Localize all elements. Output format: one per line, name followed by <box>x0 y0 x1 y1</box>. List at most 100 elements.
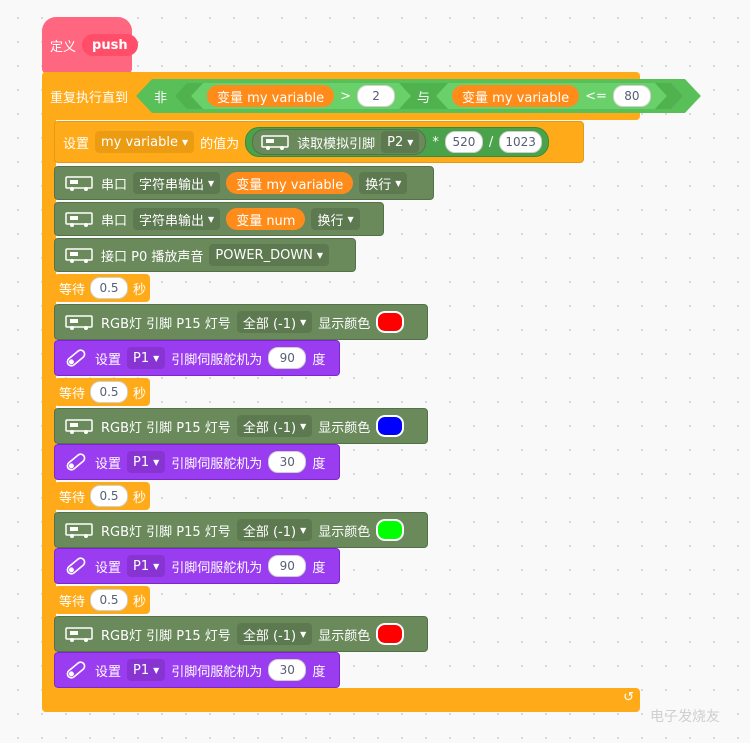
servo-prefix: 设置 <box>95 664 122 680</box>
rgb-label: RGB灯 引脚 P15 灯号 <box>101 316 231 332</box>
play-sound-block[interactable]: 接口 P0 播放声音 POWER_DOWN▼ <box>54 238 356 272</box>
repeat-until-block[interactable]: 重复执行直到 非 变量 my variable > 2 与 变量 my vari… <box>42 72 640 120</box>
servo-label: 引脚伺服舵机为 <box>171 456 263 472</box>
servo-angle[interactable]: 30 <box>268 451 307 473</box>
wait-block-3[interactable]: 等待 0.5 秒 <box>54 482 150 510</box>
servo-pin-dropdown[interactable]: P1▼ <box>127 659 166 681</box>
wait-value[interactable]: 0.5 <box>90 589 129 611</box>
le-value[interactable]: 80 <box>613 85 651 107</box>
serial-label: 串口 <box>101 177 128 193</box>
wait-value[interactable]: 0.5 <box>90 277 129 299</box>
serial-output-block-1[interactable]: 串口 字符串输出▼ 变量 my variable 换行▼ <box>54 166 434 200</box>
rgb-label: RGB灯 引脚 P15 灯号 <box>101 628 231 644</box>
robot-icon <box>65 212 93 227</box>
rgb-led-block-1[interactable]: RGB灯 引脚 P15 灯号 全部 (-1)▼ 显示颜色 <box>54 304 428 340</box>
servo-icon <box>66 661 86 679</box>
newline-dropdown[interactable]: 换行▼ <box>311 208 360 230</box>
led-index-dropdown[interactable]: 全部 (-1)▼ <box>236 415 313 437</box>
servo-pin-dropdown[interactable]: P1▼ <box>127 451 166 473</box>
pin-dropdown[interactable]: P2▼ <box>381 131 420 153</box>
led-index-dropdown[interactable]: 全部 (-1)▼ <box>236 311 313 333</box>
robot-icon <box>261 135 289 150</box>
servo-pin-dropdown[interactable]: P1▼ <box>127 555 166 577</box>
wait-block-4[interactable]: 等待 0.5 秒 <box>54 586 150 614</box>
newline-dropdown[interactable]: 换行▼ <box>359 172 408 194</box>
robot-icon <box>65 176 93 191</box>
servo-pin-dropdown[interactable]: P1▼ <box>127 347 166 369</box>
servo-angle[interactable]: 90 <box>268 555 307 577</box>
servo-unit: 度 <box>312 664 326 680</box>
wait-block-2[interactable]: 等待 0.5 秒 <box>54 378 150 406</box>
robot-icon <box>65 419 93 434</box>
define-block[interactable]: 定义 push <box>42 17 138 73</box>
wait-label: 等待 <box>59 594 86 610</box>
rgb-led-block-4[interactable]: RGB灯 引脚 P15 灯号 全部 (-1)▼ 显示颜色 <box>54 616 428 652</box>
var-my-variable-2[interactable]: 变量 my variable <box>452 85 579 107</box>
servo-block-2[interactable]: 设置 P1▼ 引脚伺服舵机为 30 度 <box>54 444 340 480</box>
wait-label: 等待 <box>59 282 86 298</box>
set-prefix: 设置 <box>63 136 90 152</box>
color-swatch-red[interactable] <box>376 311 405 333</box>
wait-unit: 秒 <box>133 282 147 298</box>
variable-dropdown[interactable]: my variable▼ <box>95 131 195 153</box>
mul-value[interactable]: 520 <box>444 131 483 153</box>
rgb-show-label: 显示颜色 <box>318 628 371 644</box>
servo-unit: 度 <box>312 352 326 368</box>
repeat-left-arm <box>42 72 56 712</box>
rgb-label: RGB灯 引脚 P15 灯号 <box>101 420 231 436</box>
wait-unit: 秒 <box>133 386 147 402</box>
servo-unit: 度 <box>312 560 326 576</box>
gt-symbol: > <box>340 88 352 104</box>
color-swatch-blue[interactable] <box>376 415 405 437</box>
var-my-variable-3[interactable]: 变量 my variable <box>226 172 354 194</box>
servo-label: 引脚伺服舵机为 <box>171 560 263 576</box>
rgb-show-label: 显示颜色 <box>318 316 371 332</box>
read-analog-block[interactable]: 读取模拟引脚 P2▼ <box>252 129 427 155</box>
servo-block-4[interactable]: 设置 P1▼ 引脚伺服舵机为 30 度 <box>54 652 340 688</box>
wait-label: 等待 <box>59 490 86 506</box>
le-operator[interactable]: 变量 my variable <= 80 <box>436 83 667 109</box>
robot-icon <box>65 627 93 642</box>
le-symbol: <= <box>585 88 607 104</box>
and-operator[interactable]: 变量 my variable > 2 与 变量 my variable <= 8… <box>175 83 683 109</box>
not-operator[interactable]: 非 变量 my variable > 2 与 变量 my variable <=… <box>136 79 701 113</box>
read-label: 读取模拟引脚 <box>297 136 376 152</box>
var-my-variable-1[interactable]: 变量 my variable <box>207 85 334 107</box>
wait-unit: 秒 <box>133 490 147 506</box>
wait-block-1[interactable]: 等待 0.5 秒 <box>54 274 150 302</box>
color-swatch-red[interactable] <box>376 623 405 645</box>
wait-value[interactable]: 0.5 <box>90 381 129 403</box>
math-expression[interactable]: 读取模拟引脚 P2▼ * 520 / 1023 <box>245 127 549 157</box>
servo-angle[interactable]: 30 <box>268 659 307 681</box>
set-suffix: 的值为 <box>200 136 240 152</box>
servo-block-1[interactable]: 设置 P1▼ 引脚伺服舵机为 90 度 <box>54 340 340 376</box>
div-symbol: / <box>488 134 494 150</box>
rgb-led-block-2[interactable]: RGB灯 引脚 P15 灯号 全部 (-1)▼ 显示颜色 <box>54 408 428 444</box>
and-label: 与 <box>417 90 431 106</box>
servo-unit: 度 <box>312 456 326 472</box>
servo-icon <box>66 557 86 575</box>
robot-icon <box>65 248 93 263</box>
define-name[interactable]: push <box>82 34 138 56</box>
servo-label: 引脚伺服舵机为 <box>171 352 263 368</box>
div-value[interactable]: 1023 <box>499 131 542 153</box>
serial-mode-dropdown[interactable]: 字符串输出▼ <box>133 172 221 194</box>
serial-mode-dropdown[interactable]: 字符串输出▼ <box>133 208 221 230</box>
led-index-dropdown[interactable]: 全部 (-1)▼ <box>236 623 313 645</box>
robot-icon <box>65 315 93 330</box>
set-variable-block[interactable]: 设置 my variable▼ 的值为 读取模拟引脚 P2▼ * 520 / 1… <box>54 121 584 163</box>
serial-output-block-2[interactable]: 串口 字符串输出▼ 变量 num 换行▼ <box>54 202 384 236</box>
wait-value[interactable]: 0.5 <box>90 485 129 507</box>
wait-label: 等待 <box>59 386 86 402</box>
led-index-dropdown[interactable]: 全部 (-1)▼ <box>236 519 313 541</box>
sound-dropdown[interactable]: POWER_DOWN▼ <box>209 244 330 266</box>
var-num[interactable]: 变量 num <box>226 208 306 230</box>
gt-operator[interactable]: 变量 my variable > 2 <box>191 83 411 109</box>
servo-block-3[interactable]: 设置 P1▼ 引脚伺服舵机为 90 度 <box>54 548 340 584</box>
gt-value[interactable]: 2 <box>357 85 395 107</box>
robot-icon <box>65 523 93 538</box>
color-swatch-green[interactable] <box>376 519 405 541</box>
servo-prefix: 设置 <box>95 456 122 472</box>
rgb-led-block-3[interactable]: RGB灯 引脚 P15 灯号 全部 (-1)▼ 显示颜色 <box>54 512 428 548</box>
servo-angle[interactable]: 90 <box>268 347 307 369</box>
